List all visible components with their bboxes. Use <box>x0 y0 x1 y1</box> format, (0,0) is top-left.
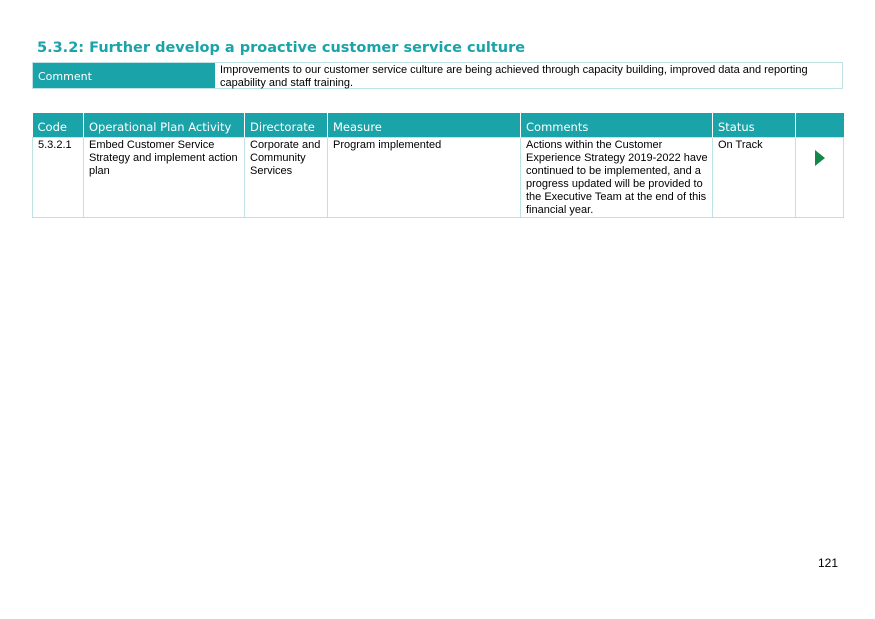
cell-status: On Track <box>712 136 796 218</box>
header-comments: Comments <box>520 113 713 137</box>
header-measure: Measure <box>327 113 521 137</box>
header-directorate: Directorate <box>244 113 328 137</box>
operational-plan-table: Code Operational Plan Activity Directora… <box>32 113 844 218</box>
comment-label: Comment <box>33 63 215 88</box>
page-title: 5.3.2: Further develop a proactive custo… <box>37 40 526 56</box>
cell-indicator <box>795 136 844 218</box>
header-status: Status <box>712 113 796 137</box>
header-code: Code <box>32 113 84 137</box>
cell-activity: Embed Customer Service Strategy and impl… <box>83 136 245 218</box>
table-row: 5.3.2.1 Embed Customer Service Strategy … <box>32 136 844 218</box>
play-arrow-icon <box>815 149 825 166</box>
cell-measure: Program implemented <box>327 136 521 218</box>
cell-directorate: Corporate and Community Services <box>244 136 328 218</box>
table-header-row: Code Operational Plan Activity Directora… <box>32 113 844 137</box>
header-activity: Operational Plan Activity <box>83 113 245 137</box>
comment-text: Improvements to our customer service cul… <box>220 64 808 89</box>
comment-block: Comment Improvements to our customer ser… <box>32 62 843 89</box>
header-indicator <box>795 113 844 137</box>
cell-code: 5.3.2.1 <box>32 136 84 218</box>
page-number: 121 <box>818 556 839 570</box>
cell-comments: Actions within the Customer Experience S… <box>520 136 713 218</box>
